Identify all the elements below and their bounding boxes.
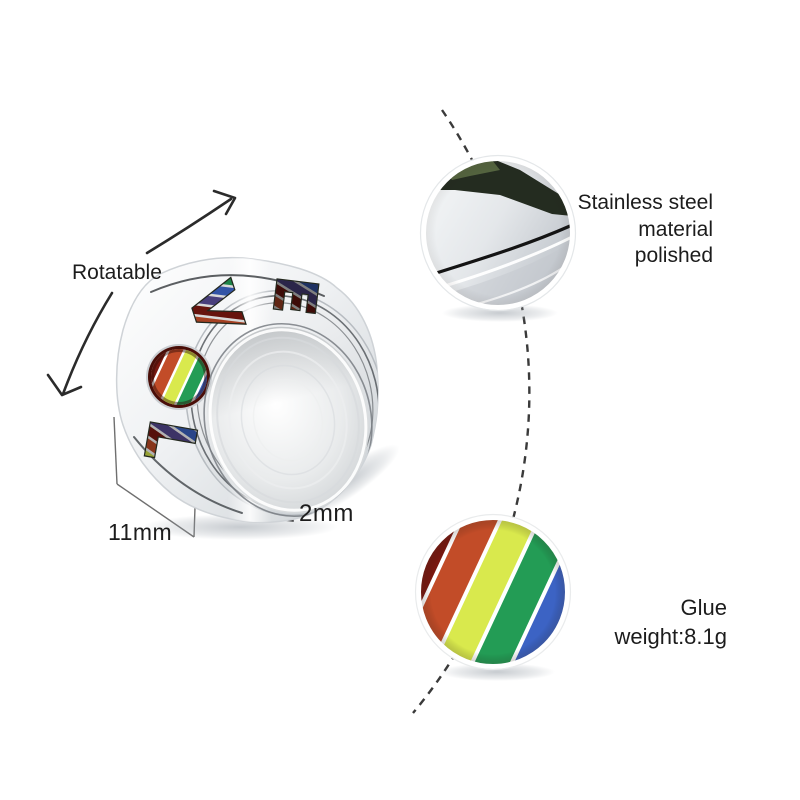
- ring-letters: L L V V E E: [128, 272, 330, 469]
- detail-callout-steel: [419, 154, 577, 322]
- width-dimension-label: 11mm: [108, 519, 173, 545]
- ring-letter-E: E: [260, 273, 329, 319]
- band-bottom-groove: [133, 436, 243, 514]
- rotate-arrow-up-icon: [145, 189, 237, 255]
- svg-text:E: E: [260, 273, 329, 319]
- thickness-dimension-label: 2mm: [299, 500, 354, 527]
- material-note: Stainless steel material polished: [577, 191, 713, 268]
- detail-callout-rainbow: [414, 513, 572, 681]
- ring-photo: L L V V E E: [115, 256, 400, 540]
- rotate-arrow-down-icon: [46, 291, 114, 397]
- band-top-groove: [150, 274, 325, 297]
- rotatable-label: Rotatable: [72, 261, 162, 284]
- ring-bore: [203, 322, 373, 518]
- glue-weight-note: Glue weight:8.1g: [614, 595, 727, 649]
